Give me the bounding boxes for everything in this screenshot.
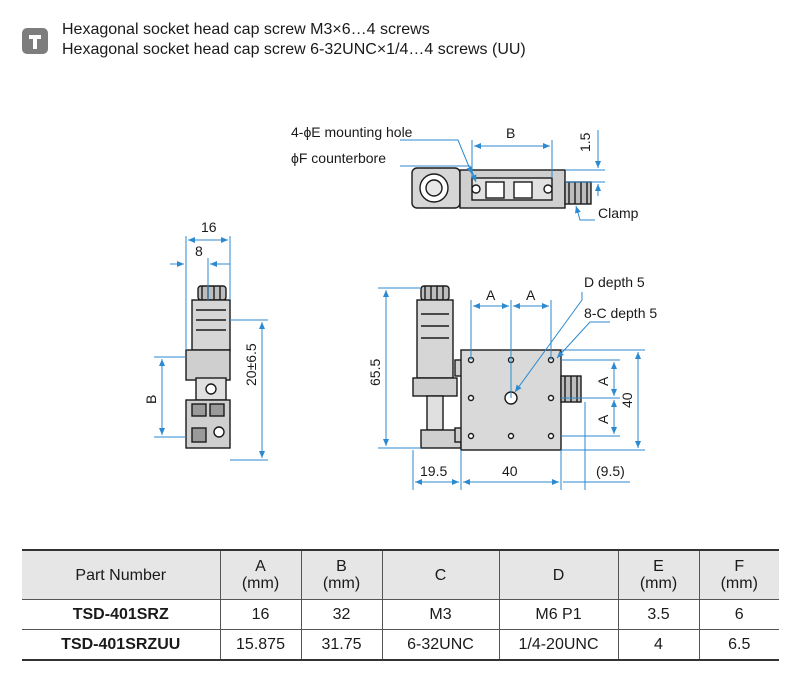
spec-table-header: Part Number A(mm) B(mm) C D E(mm) F(mm) — [22, 549, 779, 600]
cell-c: M3 — [381, 599, 499, 630]
front-dim-a-left: A — [486, 287, 496, 303]
screw-note: Hexagonal socket head cap screw M3×6…4 s… — [62, 20, 526, 60]
cell-c: 6-32UNC — [381, 629, 499, 661]
header-part-number: Part Number — [22, 549, 220, 600]
front-dim-a-right: A — [526, 287, 536, 303]
front-dim-9-5: (9.5) — [596, 463, 625, 479]
header-label: F — [734, 558, 745, 575]
clamp-label: Clamp — [598, 205, 639, 221]
top-dim-1-5: 1.5 — [577, 132, 593, 152]
side-dim-20: 20±6.5 — [243, 343, 259, 386]
stage-drawing: 4-ϕE mounting hole ϕF counterbore B 1.5 … — [143, 124, 657, 490]
front-view-dimension-lines — [378, 287, 645, 490]
d-depth-label: D depth 5 — [584, 274, 645, 290]
front-dim-a-upper: A — [595, 376, 611, 386]
header-unit: (mm) — [639, 575, 678, 592]
front-dim-65-5: 65.5 — [367, 359, 383, 386]
header-label: E — [653, 558, 664, 575]
header-label: D — [552, 566, 565, 584]
front-dim-40-horizontal: 40 — [502, 463, 518, 479]
side-dim-b: B — [143, 395, 159, 404]
header-b: B(mm) — [300, 549, 382, 600]
header-f: F(mm) — [698, 549, 779, 600]
part-number-cell: TSD-401SRZUU — [22, 629, 220, 661]
header-label: A — [255, 558, 266, 575]
side-dim-8: 8 — [195, 243, 203, 259]
cell-e: 3.5 — [617, 599, 699, 630]
side-dim-16: 16 — [201, 219, 217, 235]
top-view: 4-ϕE mounting hole ϕF counterbore B 1.5 … — [291, 124, 639, 221]
header-unit: (mm) — [241, 575, 280, 592]
cell-b: 31.75 — [300, 629, 382, 661]
side-view: 16 8 20±6.5 B — [143, 219, 268, 461]
screw-note-line-1: Hexagonal socket head cap screw M3×6…4 s… — [62, 21, 430, 38]
cell-d: 1/4-20UNC — [498, 629, 618, 661]
screw-note-line-2: Hexagonal socket head cap screw 6-32UNC×… — [62, 41, 526, 58]
header-e: E(mm) — [617, 549, 699, 600]
header-label: Part Number — [75, 566, 167, 584]
header-unit: (mm) — [322, 575, 361, 592]
mounting-hole-label: 4-ϕE mounting hole — [291, 124, 413, 140]
side-view-dimension-lines — [154, 236, 268, 461]
header-c: C — [381, 549, 499, 600]
top-view-dimension-lines — [400, 130, 605, 221]
side-view-stage-body — [185, 285, 231, 449]
cell-a: 16 — [219, 599, 301, 630]
table-row: TSD-401SRZUU 15.875 31.75 6-32UNC 1/4-20… — [22, 629, 779, 661]
front-dim-a-lower: A — [595, 414, 611, 424]
header-label: C — [434, 566, 447, 584]
counterbore-label: ϕF counterbore — [291, 150, 386, 166]
header-a: A(mm) — [219, 549, 301, 600]
part-number-cell: TSD-401SRZ — [22, 599, 220, 630]
screw-note-icon — [22, 28, 48, 54]
cell-a: 15.875 — [219, 629, 301, 661]
c-depth-label: 8-C depth 5 — [584, 305, 657, 321]
front-dim-19-5: 19.5 — [420, 463, 447, 479]
cell-e: 4 — [617, 629, 699, 661]
spec-table: Part Number A(mm) B(mm) C D E(mm) F(mm) … — [22, 549, 779, 661]
front-view: A A D depth 5 8-C depth 5 65.5 A A 40 19… — [367, 274, 657, 490]
cell-b: 32 — [300, 599, 382, 630]
front-dim-40-vertical: 40 — [619, 392, 635, 408]
header-label: B — [336, 558, 347, 575]
cell-f: 6.5 — [698, 629, 779, 661]
header-unit: (mm) — [720, 575, 758, 592]
top-view-stage-body — [411, 167, 592, 209]
header-d: D — [498, 549, 618, 600]
front-view-stage-body — [412, 285, 582, 451]
top-dim-b: B — [506, 125, 515, 141]
cell-d: M6 P1 — [498, 599, 618, 630]
table-row: TSD-401SRZ 16 32 M3 M6 P1 3.5 6 — [22, 599, 779, 630]
cell-f: 6 — [698, 599, 779, 630]
